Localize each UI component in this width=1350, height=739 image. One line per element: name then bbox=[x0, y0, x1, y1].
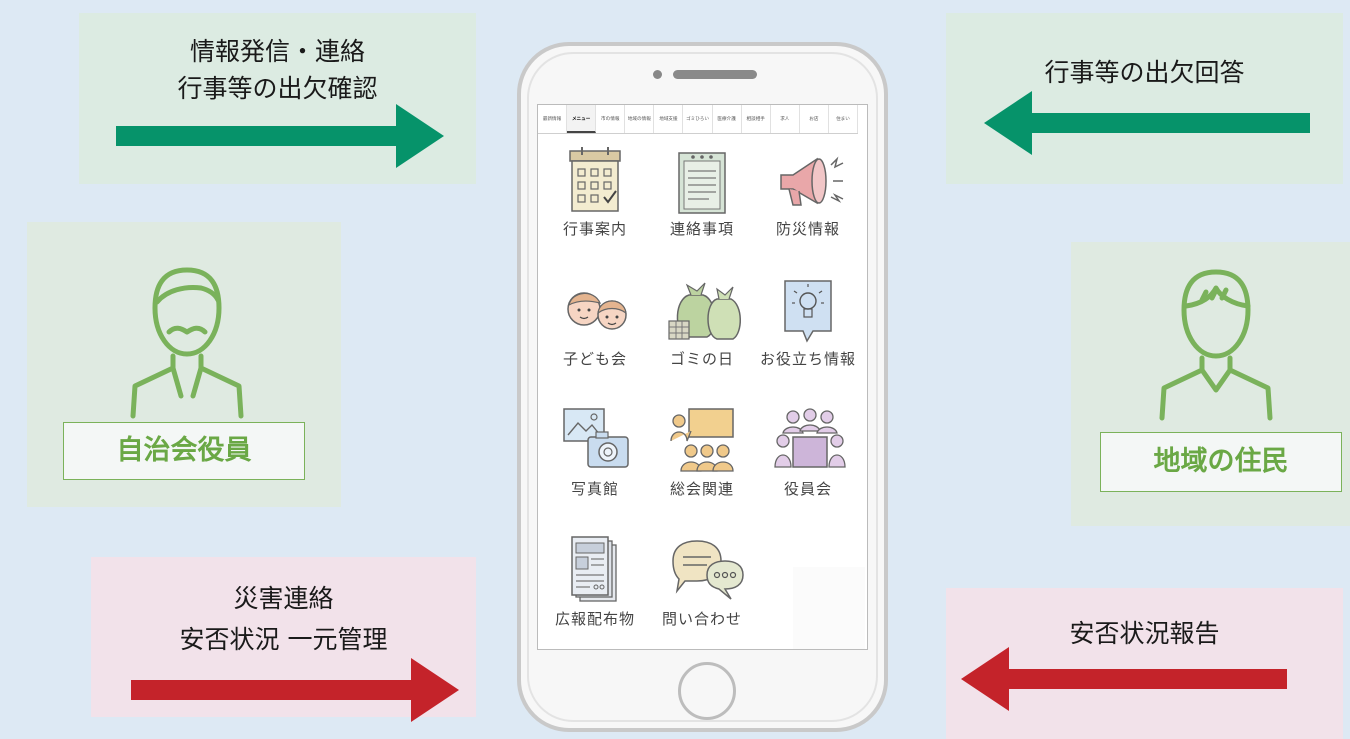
camera-icon bbox=[563, 408, 629, 468]
menu-label: 総会関連 bbox=[669, 480, 734, 498]
menu-label: 子ども会 bbox=[562, 350, 627, 368]
safety-report-text: 安否状況報告 bbox=[1069, 619, 1220, 648]
officer-label: 自治会役員 bbox=[63, 422, 305, 480]
menu-newsletters[interactable]: 広報配布物 bbox=[543, 531, 647, 649]
tab-shops[interactable]: お店 bbox=[800, 105, 829, 133]
resident-label: 地域の住民 bbox=[1100, 432, 1342, 492]
menu-events[interactable]: 行事案内 bbox=[543, 141, 647, 261]
menu-label: 写真館 bbox=[570, 480, 619, 498]
attendance-reply-panel: 行事等の出欠回答 bbox=[946, 13, 1343, 184]
phone-speaker bbox=[673, 70, 757, 79]
info-sending-text-line2: 行事等の出欠確認 bbox=[177, 74, 378, 103]
menu-label: 防災情報 bbox=[775, 220, 840, 238]
green-arrow-right bbox=[116, 104, 444, 168]
tab-jobs[interactable]: 求人 bbox=[771, 105, 800, 133]
chat-bubbles-icon bbox=[672, 540, 744, 600]
menu-label: 連絡事項 bbox=[669, 220, 734, 238]
presentation-icon bbox=[670, 408, 734, 472]
menu-label: お役立ち情報 bbox=[759, 350, 856, 368]
smartphone: 最新情報 メニュー 市の情報 地域の情報 地域支援 ゴミひろい 医療介護 相談相… bbox=[517, 42, 888, 732]
phone-camera bbox=[653, 70, 662, 79]
info-sending-panel: 情報発信・連絡 行事等の出欠確認 bbox=[79, 13, 476, 184]
menu-label: 役員会 bbox=[783, 480, 832, 498]
megaphone-icon bbox=[780, 156, 844, 206]
menu-general-meeting[interactable]: 総会関連 bbox=[650, 401, 754, 521]
menu-board-meeting[interactable]: 役員会 bbox=[756, 401, 860, 521]
menu-label: 行事案内 bbox=[562, 220, 627, 238]
red-arrow-right bbox=[131, 658, 459, 722]
attendance-reply-text: 行事等の出欠回答 bbox=[1044, 58, 1245, 87]
info-sending-text-line1: 情報発信・連絡 bbox=[189, 37, 365, 66]
home-button[interactable] bbox=[678, 662, 736, 720]
disaster-contact-text-line1: 災害連絡 bbox=[233, 584, 334, 613]
tab-consult[interactable]: 相談相手 bbox=[742, 105, 771, 133]
resident-panel: 地域の住民 bbox=[1071, 242, 1350, 526]
tab-medical[interactable]: 医療介護 bbox=[713, 105, 742, 133]
menu-disaster-info[interactable]: 防災情報 bbox=[756, 141, 860, 261]
garbage-bags-icon bbox=[668, 282, 741, 340]
app-screen: 最新情報 メニュー 市の情報 地域の情報 地域支援 ゴミひろい 医療介護 相談相… bbox=[537, 104, 868, 650]
menu-label: 問い合わせ bbox=[661, 610, 742, 628]
red-arrow-left bbox=[961, 647, 1287, 711]
newsletter-icon bbox=[571, 536, 617, 602]
officer-person-icon bbox=[130, 267, 244, 419]
menu-inquiries[interactable]: 問い合わせ bbox=[650, 531, 754, 649]
empty-menu-slot bbox=[793, 567, 865, 649]
tab-city-info[interactable]: 市の情報 bbox=[596, 105, 626, 133]
safety-report-panel: 安否状況報告 bbox=[946, 588, 1343, 739]
tab-local-support[interactable]: 地域支援 bbox=[654, 105, 684, 133]
tab-latest[interactable]: 最新情報 bbox=[538, 105, 568, 133]
meeting-icon bbox=[774, 408, 846, 468]
menu-label: 広報配布物 bbox=[554, 610, 635, 628]
tab-strip: 最新情報 メニュー 市の情報 地域の情報 地域支援 ゴミひろい 医療介護 相談相… bbox=[538, 105, 859, 134]
lightbulb-icon bbox=[784, 280, 832, 343]
resident-person-icon bbox=[1159, 269, 1273, 421]
phone-bezel bbox=[527, 52, 878, 722]
menu-kids-club[interactable]: 子ども会 bbox=[543, 271, 647, 391]
menu-label: ゴミの日 bbox=[669, 350, 734, 368]
green-arrow-left bbox=[984, 91, 1310, 155]
children-icon bbox=[567, 292, 627, 330]
menu-garbage-day[interactable]: ゴミの日 bbox=[650, 271, 754, 391]
menu-useful-info[interactable]: お役立ち情報 bbox=[756, 271, 860, 391]
tab-local-info[interactable]: 地域の情報 bbox=[625, 105, 655, 133]
tab-housing[interactable]: 住まい bbox=[829, 105, 859, 133]
menu-notices[interactable]: 連絡事項 bbox=[650, 141, 754, 261]
tab-cleanup[interactable]: ゴミひろい bbox=[683, 105, 713, 133]
officer-panel: 自治会役員 bbox=[27, 222, 341, 507]
tab-menu[interactable]: メニュー bbox=[567, 105, 597, 133]
calendar-icon bbox=[569, 147, 621, 212]
menu-photo-gallery[interactable]: 写真館 bbox=[543, 401, 647, 521]
clipboard-icon bbox=[678, 152, 726, 214]
disaster-contact-text-line2: 安否状況 一元管理 bbox=[179, 625, 388, 654]
